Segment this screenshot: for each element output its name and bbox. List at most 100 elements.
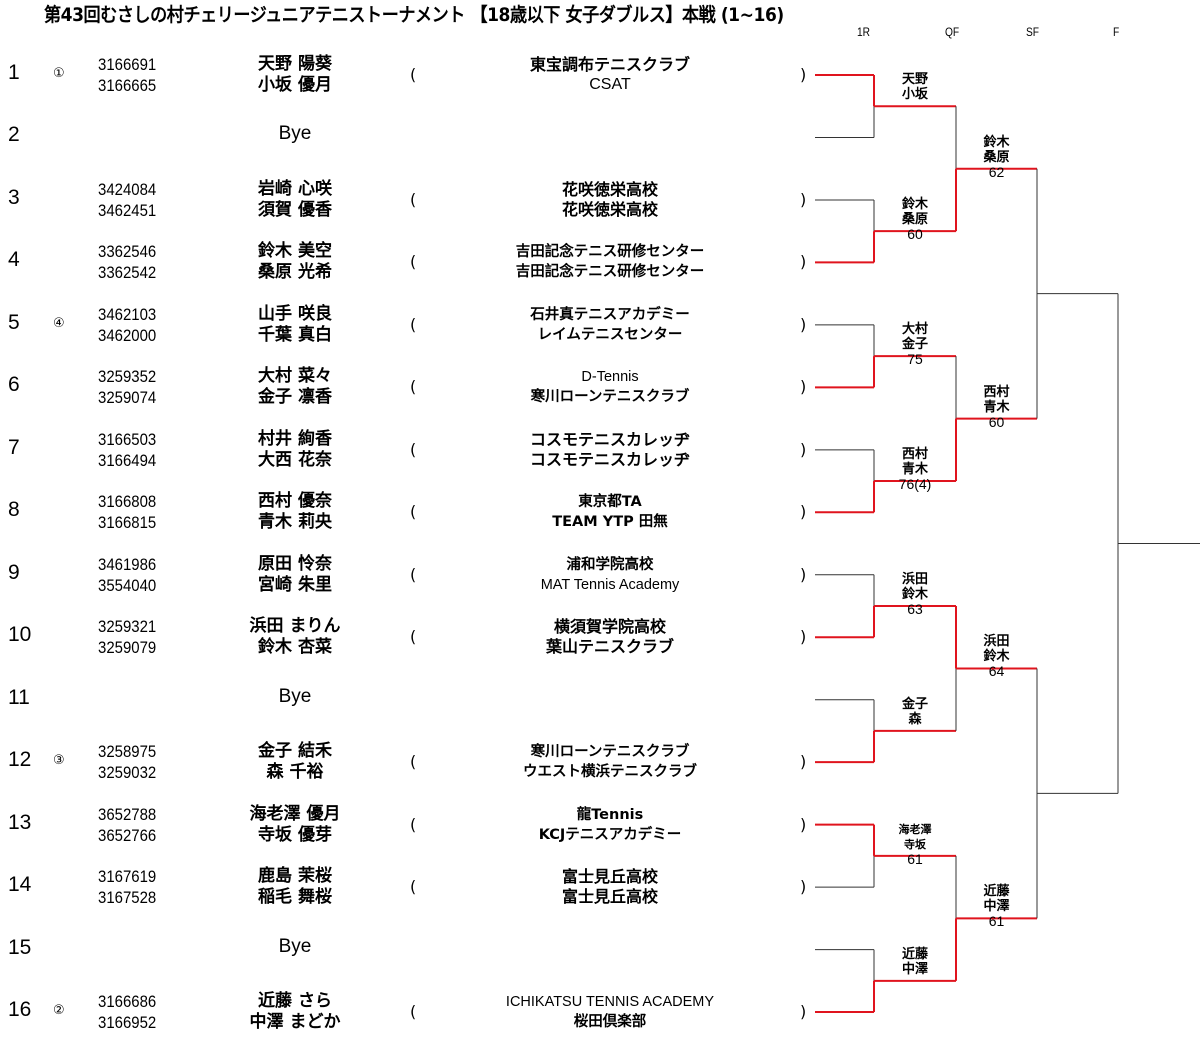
club-name: 吉田記念テニス研修センター bbox=[515, 264, 705, 281]
match-score: 60 bbox=[988, 413, 1005, 430]
winner-name: 近藤 bbox=[983, 884, 1010, 900]
draw-number: 7 bbox=[8, 435, 20, 459]
match-score: 62 bbox=[988, 163, 1005, 180]
player-name: 青木 莉央 bbox=[258, 512, 332, 533]
player-names: 原田 怜奈宮崎 朱里 bbox=[230, 554, 360, 596]
player-id: 3166691 bbox=[98, 55, 157, 74]
winner-name: 西村 bbox=[983, 384, 1010, 400]
player-name: 近藤 さら bbox=[258, 991, 332, 1012]
bye-label: Bye bbox=[278, 123, 312, 145]
club-names: 寒川ローンテニスクラブウエスト横浜テニスクラブ bbox=[460, 742, 760, 782]
winner-name: 青木 bbox=[983, 399, 1010, 415]
winner-name: 金子 bbox=[901, 337, 928, 353]
paren-open: ( bbox=[410, 627, 417, 647]
match-score: 76(4) bbox=[898, 476, 932, 493]
player-name: 原田 怜奈 bbox=[258, 553, 332, 574]
player-name: 小坂 優月 bbox=[258, 75, 332, 95]
player-names: 浜田 まりん鈴木 杏菜 bbox=[230, 616, 360, 658]
player-id: 3462103 bbox=[98, 304, 157, 324]
winner-name: 近藤 bbox=[901, 946, 928, 962]
match-score: 60 bbox=[907, 226, 923, 243]
paren-open: ( bbox=[410, 564, 417, 584]
club-name: 富士見丘高校 bbox=[561, 867, 658, 887]
player-name: 西村 優奈 bbox=[258, 491, 332, 512]
player-name: 村井 絢香 bbox=[258, 428, 332, 449]
player-name: 寺坂 優芽 bbox=[258, 824, 332, 845]
paren-close: ) bbox=[800, 65, 807, 84]
draw-number: 6 bbox=[8, 373, 20, 397]
paren-open: ( bbox=[410, 877, 417, 897]
paren-close: ) bbox=[800, 314, 807, 334]
player-names: 村井 絢香大西 花奈 bbox=[230, 429, 360, 471]
winner-name: 鈴木 bbox=[983, 134, 1010, 150]
match-result: 金子森 bbox=[875, 697, 955, 727]
winner-name: 鈴木 bbox=[901, 197, 928, 213]
paren-open: ( bbox=[410, 65, 417, 84]
club-names: 吉田記念テニス研修センター吉田記念テニス研修センター bbox=[460, 242, 760, 282]
club-name: 花咲徳栄高校 bbox=[561, 179, 658, 199]
draw-number: 10 bbox=[8, 623, 32, 647]
player-ids: 3166691 3166665 bbox=[98, 54, 156, 96]
paren-open: ( bbox=[410, 502, 417, 522]
player-id: 3166665 bbox=[98, 76, 157, 95]
club-names: 横須賀学院高校葉山テニスクラブ bbox=[460, 617, 760, 657]
seed-badge: ① bbox=[53, 66, 65, 81]
paren-close: ) bbox=[800, 189, 807, 209]
draw-number: 8 bbox=[8, 498, 20, 522]
player-name: 桑原 光希 bbox=[258, 262, 332, 283]
club-name: 石井真テニスアカデミー bbox=[530, 306, 690, 323]
match-score: 61 bbox=[907, 850, 923, 867]
bye-label: Bye bbox=[278, 935, 312, 957]
match-score: 64 bbox=[988, 663, 1005, 680]
player-id: 3554040 bbox=[98, 575, 157, 595]
club-name: ICHIKATSU TENNIS ACADEMY bbox=[505, 994, 715, 1011]
page-title: 第43回むさしの村チェリージュニアテニストーナメント 【18歳以下 女子ダブルス… bbox=[44, 4, 784, 26]
player-names: 金子 結禾森 千裕 bbox=[230, 741, 360, 783]
paren-close: ) bbox=[800, 502, 807, 522]
player-id: 3462000 bbox=[98, 325, 157, 345]
match-result: 近藤中澤 bbox=[875, 947, 955, 977]
round-label-1r: 1R bbox=[857, 25, 871, 39]
player-id: 3259079 bbox=[98, 638, 157, 658]
draw-number: 5 bbox=[8, 310, 20, 334]
draw-number: 13 bbox=[8, 810, 32, 834]
club-name: 東京都TA bbox=[578, 494, 642, 511]
winner-name: 浜田 bbox=[901, 571, 928, 587]
draw-number: 9 bbox=[8, 560, 20, 584]
club-name: MAT Tennis Academy bbox=[540, 576, 680, 593]
paren-close: ) bbox=[800, 564, 807, 584]
club-names: コスモテニスカレッヂコスモテニスカレッヂ bbox=[460, 430, 760, 470]
paren-close: ) bbox=[800, 627, 807, 647]
player-id: 3461986 bbox=[98, 554, 157, 574]
club-name: コスモテニスカレッヂ bbox=[529, 449, 690, 469]
draw-number: 16 bbox=[8, 998, 32, 1022]
club-name: 横須賀学院高校 bbox=[553, 617, 666, 637]
player-names: 天野 陽葵小坂 優月 bbox=[230, 54, 360, 96]
club-name: ウエスト横浜テニスクラブ bbox=[523, 764, 697, 781]
winner-name: 桑原 bbox=[983, 149, 1010, 165]
player-name: 天野 陽葵 bbox=[258, 54, 332, 74]
seed-badge: ④ bbox=[53, 315, 65, 331]
player-name: 稲毛 舞桜 bbox=[258, 887, 332, 908]
round-label-f: F bbox=[1113, 25, 1120, 39]
draw-number: 11 bbox=[8, 685, 30, 709]
player-name: 浜田 まりん bbox=[249, 616, 341, 637]
winner-name: 中澤 bbox=[901, 961, 928, 977]
